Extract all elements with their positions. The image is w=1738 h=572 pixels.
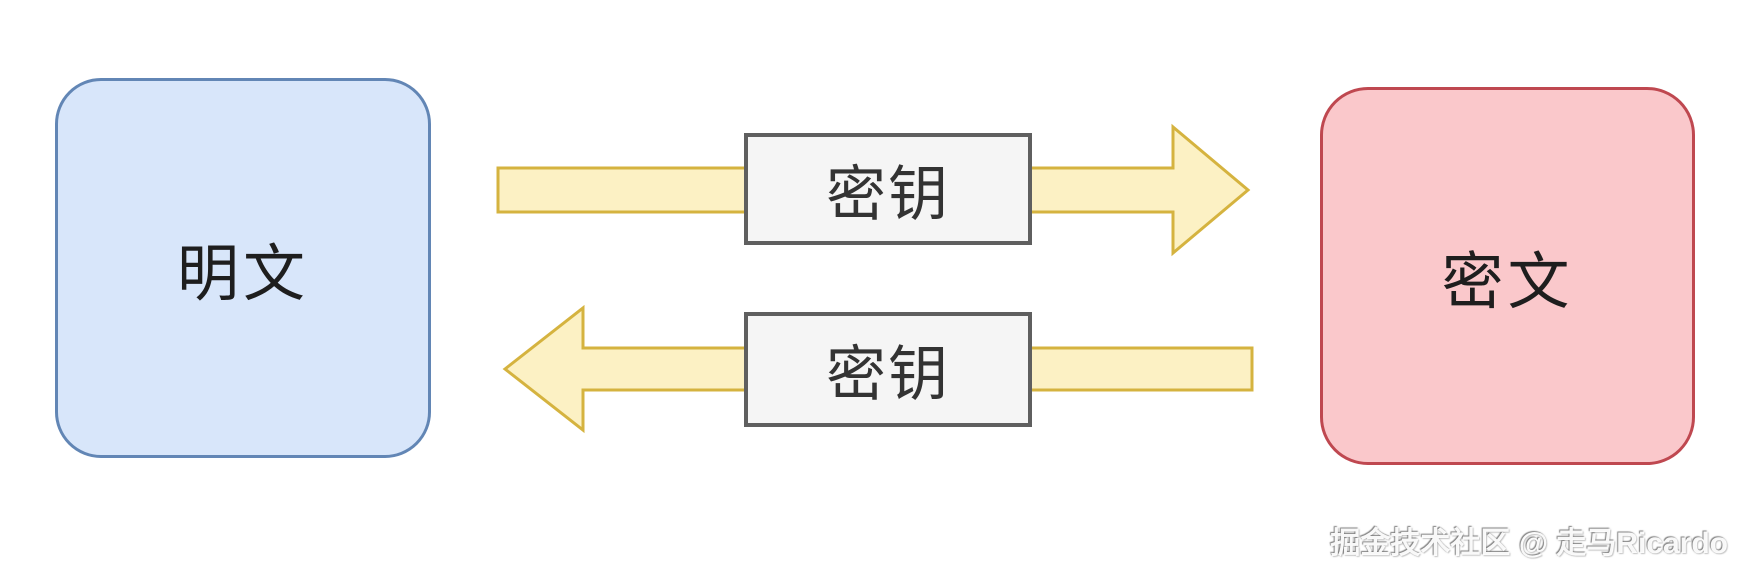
decrypt-key-label: 密钥 xyxy=(826,341,950,408)
decrypt-key-label-box: 密钥 xyxy=(744,312,1032,427)
ciphertext-label: 密文 xyxy=(1441,248,1574,317)
watermark: 掘金技术社区 @ 走马Ricardo xyxy=(1330,527,1728,560)
plaintext-label: 明文 xyxy=(176,240,309,309)
plaintext-box: 明文 xyxy=(55,78,431,458)
encrypt-key-label: 密钥 xyxy=(826,160,950,228)
ciphertext-box: 密文 xyxy=(1320,87,1695,465)
encrypt-key-label-box: 密钥 xyxy=(744,133,1032,245)
